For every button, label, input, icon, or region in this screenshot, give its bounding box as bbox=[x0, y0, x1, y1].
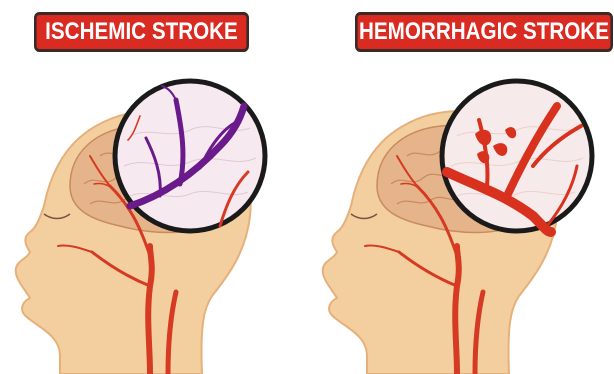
hemorrhagic-panel: HEMORRHAGIC STROKE bbox=[307, 0, 614, 374]
ischemic-illustration bbox=[0, 56, 307, 374]
hemorrhagic-illustration bbox=[307, 56, 614, 374]
ischemic-title: ISCHEMIC STROKE bbox=[34, 12, 249, 52]
ischemic-panel: ISCHEMIC STROKE bbox=[0, 0, 307, 374]
hemorrhagic-title: HEMORRHAGIC STROKE bbox=[355, 12, 613, 52]
